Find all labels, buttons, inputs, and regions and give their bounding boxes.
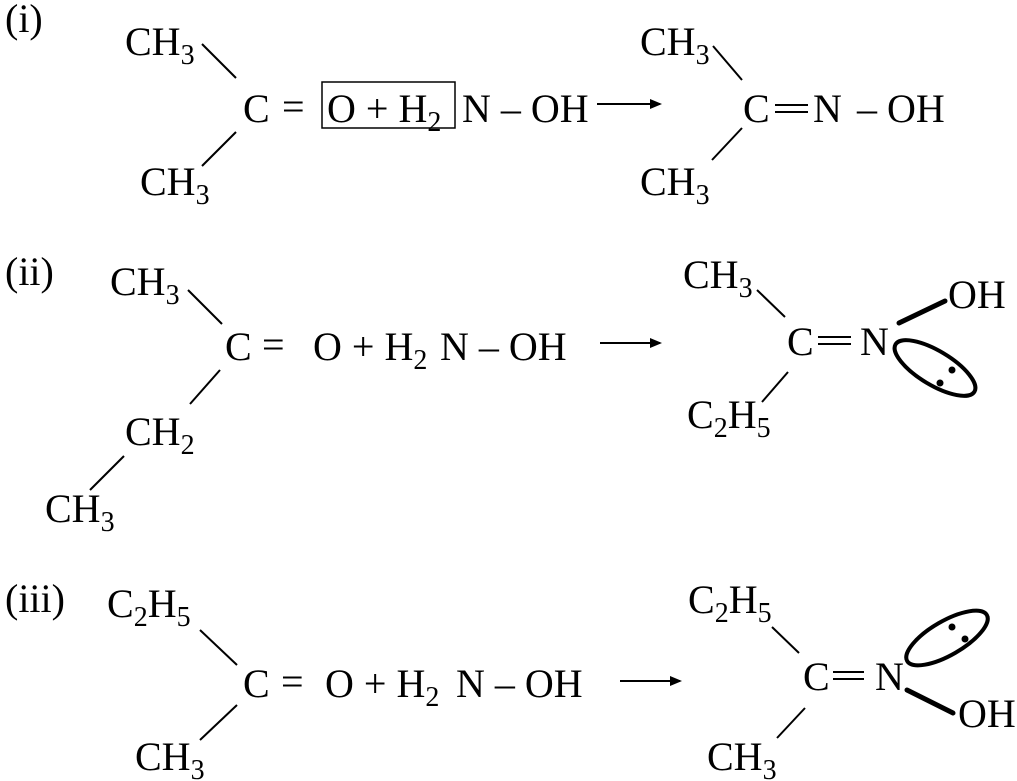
bond-line — [187, 289, 223, 325]
bond-line — [712, 45, 743, 81]
highlight-box — [321, 81, 456, 129]
product-nitrogen: N — [813, 86, 842, 131]
n-oh-bond — [904, 687, 956, 716]
hydroxylamine-rest: N – OH — [462, 86, 589, 131]
bond-line — [711, 127, 743, 161]
product-carbon: C — [803, 654, 830, 699]
methyl-group-bottom: CH3 — [140, 159, 210, 211]
double-bond: = — [281, 659, 304, 704]
lone-pair-dot — [936, 379, 944, 387]
hydroxylamine-rest: N – OH — [456, 661, 583, 706]
bond-line — [199, 629, 238, 666]
product-methyl-bottom: CH3 — [640, 159, 710, 211]
bond-line — [756, 289, 786, 318]
product-carbon: C — [743, 86, 770, 131]
methyl-group-bottom: CH3 — [135, 734, 205, 781]
product-methyl-bottom: CH3 — [707, 734, 777, 781]
product-ethyl-bottom: C2H5 — [687, 392, 771, 444]
methyl-group-top: CH3 — [125, 19, 195, 71]
lone-pair-dot — [948, 623, 956, 631]
product-hydroxyl: OH — [958, 691, 1016, 736]
methyl-group-bottom: CH3 — [45, 486, 115, 538]
lone-pair-dot — [948, 366, 956, 374]
carbonyl-carbon: C — [243, 86, 270, 131]
reaction-label: (iii) — [5, 576, 65, 621]
lone-pair-ellipse — [904, 608, 990, 668]
hydroxylamine-rest: N – OH — [440, 324, 567, 369]
n-oh-bond — [896, 298, 948, 326]
product-hydroxyl: – OH — [856, 86, 945, 131]
product-carbon: C — [787, 319, 814, 364]
reaction-i: (i) CH3 C = O + H2 N – OH CH3 CH3 C N – … — [5, 0, 945, 211]
bond-line — [771, 626, 800, 654]
bond-line — [201, 131, 237, 167]
bond-line — [89, 455, 125, 491]
product-nitrogen: N — [860, 319, 889, 364]
bond-line — [201, 43, 237, 79]
double-bond: = — [282, 84, 305, 129]
product-nitrogen: N — [875, 654, 904, 699]
carbonyl-carbon: C — [225, 324, 252, 369]
bond-line — [199, 704, 238, 741]
lone-pair-dot — [961, 635, 969, 643]
reagent: O + H2 — [325, 661, 439, 713]
bond-line — [761, 371, 789, 403]
reagent: O + H2 — [313, 324, 427, 376]
reaction-label: (ii) — [5, 249, 54, 294]
reaction-ii: (ii) CH3 C = O + H2 N – OH CH2 CH3 CH3 C… — [5, 249, 1006, 538]
boxed-reagent: O + H2 — [327, 86, 441, 138]
lone-pair-ellipse — [892, 338, 978, 398]
product-methyl-top: CH3 — [683, 252, 753, 304]
product-methyl-top: CH3 — [640, 19, 710, 71]
methylene-group: CH2 — [125, 409, 195, 461]
reaction-label: (i) — [5, 0, 43, 41]
methyl-group-top: CH3 — [110, 259, 180, 311]
reaction-iii: (iii) C2H5 C = O + H2 N – OH CH3 C2H5 C … — [5, 576, 1016, 781]
product-hydroxyl: OH — [948, 272, 1006, 317]
bond-line — [189, 369, 221, 405]
carbonyl-carbon: C — [243, 661, 270, 706]
bond-line — [776, 707, 806, 739]
product-ethyl-top: C2H5 — [688, 577, 772, 629]
ethyl-group-top: C2H5 — [107, 581, 191, 633]
double-bond: = — [262, 322, 285, 367]
